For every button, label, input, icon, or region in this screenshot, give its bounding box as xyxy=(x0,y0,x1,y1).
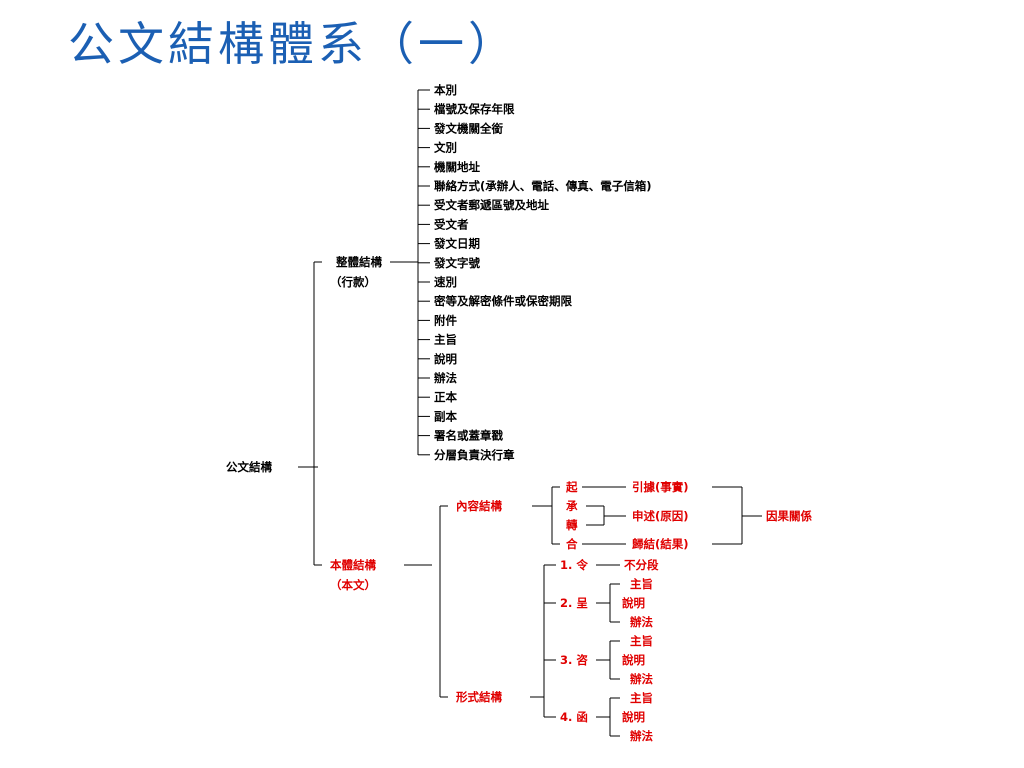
form-group-item: 說明 xyxy=(622,710,645,724)
overall-structure-sub: （行款） xyxy=(330,275,376,289)
overall-item: 機關地址 xyxy=(434,160,480,174)
overall-item: 受文者郵遞區號及地址 xyxy=(434,198,549,212)
shenshu-label: 申述(原因) xyxy=(632,509,689,523)
overall-item: 本別 xyxy=(434,83,457,97)
form-group-item: 主旨 xyxy=(630,691,653,705)
form-group-label: 2. 呈 xyxy=(560,596,588,610)
cheng-label: 承 xyxy=(565,499,578,513)
root-label: 公文結構 xyxy=(226,460,272,474)
overall-item: 檔號及保存年限 xyxy=(434,102,515,116)
ling-child-label: 不分段 xyxy=(624,558,659,572)
form-group-item: 說明 xyxy=(622,596,645,610)
form-group-item: 辦法 xyxy=(630,729,653,743)
page-title: 公文結構體系（一） xyxy=(68,17,518,71)
content-structure-label: 內容結構 xyxy=(456,499,502,513)
he-label: 合 xyxy=(566,537,578,551)
form-group-label: 3. 咨 xyxy=(560,653,588,667)
overall-item: 署名或蓋章戳 xyxy=(433,429,503,443)
form-structure-label: 形式結構 xyxy=(456,690,502,704)
overall-item: 文別 xyxy=(434,141,457,155)
overall-item: 發文機關全銜 xyxy=(433,121,503,135)
overall-item: 辦法 xyxy=(434,371,457,385)
overall-item: 速別 xyxy=(434,275,457,289)
zhuan-label: 轉 xyxy=(566,518,578,532)
form-group-label: 4. 函 xyxy=(560,710,588,724)
overall-item: 副本 xyxy=(434,409,457,423)
form-group-item: 主旨 xyxy=(630,634,653,648)
overall-item: 發文日期 xyxy=(433,237,480,251)
form-group-item: 辦法 xyxy=(630,615,653,629)
guijie-label: 歸結(結果) xyxy=(632,537,689,551)
qi-label: 起 xyxy=(565,480,578,494)
overall-item: 附件 xyxy=(434,313,457,327)
overall-item: 發文字號 xyxy=(433,256,480,270)
overall-item: 密等及解密條件或保密期限 xyxy=(433,294,572,308)
overall-item: 聯絡方式(承辦人、電話、傳真、電子信箱) xyxy=(434,179,652,193)
overall-structure-label: 整體結構 xyxy=(335,255,382,269)
overall-item: 正本 xyxy=(434,390,457,404)
form-group-item: 辦法 xyxy=(630,672,653,686)
body-structure-sub: （本文） xyxy=(330,578,376,592)
overall-structure-items: 本別檔號及保存年限發文機關全銜文別機關地址聯絡方式(承辦人、電話、傳真、電子信箱… xyxy=(418,83,652,462)
yinju-label: 引據(事實) xyxy=(632,480,689,494)
form-group-item: 主旨 xyxy=(630,577,653,591)
connector-lines xyxy=(298,90,762,737)
overall-item: 主旨 xyxy=(434,333,457,347)
body-structure-label: 本體結構 xyxy=(330,558,376,572)
ling-label: 1. 令 xyxy=(560,558,588,572)
yinguo-label: 因果關係 xyxy=(766,509,812,523)
overall-item: 說明 xyxy=(434,352,457,366)
overall-item: 分層負責決行章 xyxy=(434,448,515,462)
overall-item: 受文者 xyxy=(434,217,469,231)
form-group-item: 說明 xyxy=(622,653,645,667)
